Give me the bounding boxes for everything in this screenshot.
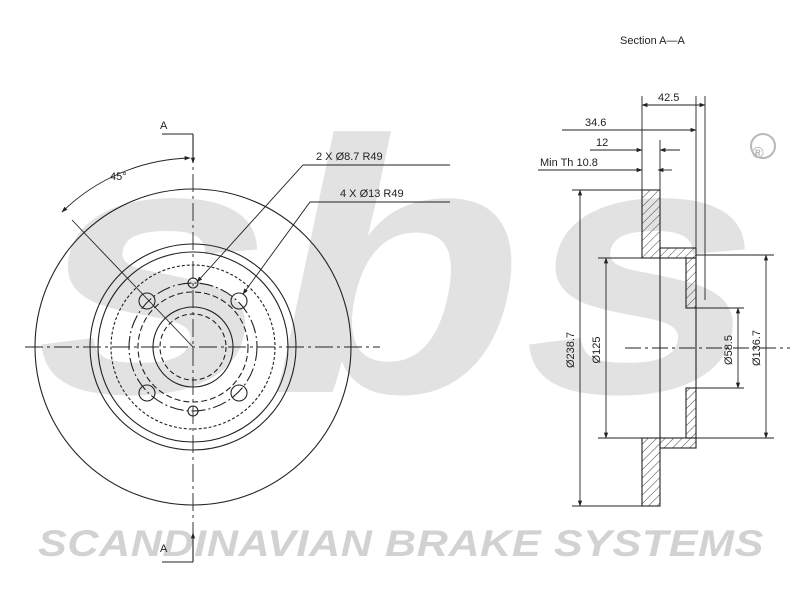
sbs-logo: sbs	[0, 67, 800, 469]
angle-ray	[71, 219, 194, 348]
dim-total-width: 42.5	[658, 92, 679, 104]
watermark: sbs ® SCANDINAVIAN BRAKE SYSTEMS	[0, 67, 800, 564]
section-title: Section A—A	[620, 35, 685, 47]
section-dimension-lines	[538, 96, 790, 507]
hat-wall-upper	[659, 247, 697, 259]
disc-profile	[641, 189, 697, 507]
brand-name: SCANDINAVIAN BRAKE SYSTEMS	[38, 523, 764, 564]
dim-center-bore: Ø58.5	[723, 335, 735, 365]
leader-bolt-holes	[242, 201, 450, 295]
bolt-holes-callout: 4 X Ø13 R49	[340, 188, 404, 200]
section-marker-bottom: A	[160, 543, 168, 555]
registered-circle	[750, 133, 776, 159]
hub-face-lower	[685, 387, 697, 439]
angle-label: 45°	[110, 171, 127, 183]
dim-inner-diameter: Ø125	[591, 337, 603, 364]
section-marker-top: A	[160, 120, 168, 132]
hub-face-upper	[685, 257, 697, 309]
dim-outer-diameter: Ø238.7	[565, 332, 577, 368]
dim-thickness: 12	[596, 137, 608, 149]
leader-small-holes	[196, 164, 450, 283]
friction-ring-lower	[641, 437, 661, 507]
small-holes-callout: 2 X Ø8.7 R49	[316, 151, 383, 163]
friction-ring-upper	[641, 189, 661, 259]
angle-arc	[61, 156, 191, 213]
front-view	[25, 133, 450, 563]
bolt-hole	[138, 384, 156, 402]
bolt-hole	[230, 292, 248, 310]
section-dimension-labels: 42.5 34.6 12 Min Th 10.8 Ø238.7 Ø125 Ø58…	[540, 92, 763, 368]
dim-hub-diameter: Ø136.7	[751, 330, 763, 366]
front-view-labels: A A 45° 2 X Ø8.7 R49 4 X Ø13 R49	[110, 120, 404, 555]
bolt-hole	[230, 384, 248, 402]
dim-hat-height: 34.6	[585, 117, 606, 129]
hat-wall-lower	[659, 437, 697, 449]
bolt-hole	[138, 292, 156, 310]
dim-min-thickness: Min Th 10.8	[540, 157, 598, 169]
section-view: Section A—A	[538, 35, 790, 507]
